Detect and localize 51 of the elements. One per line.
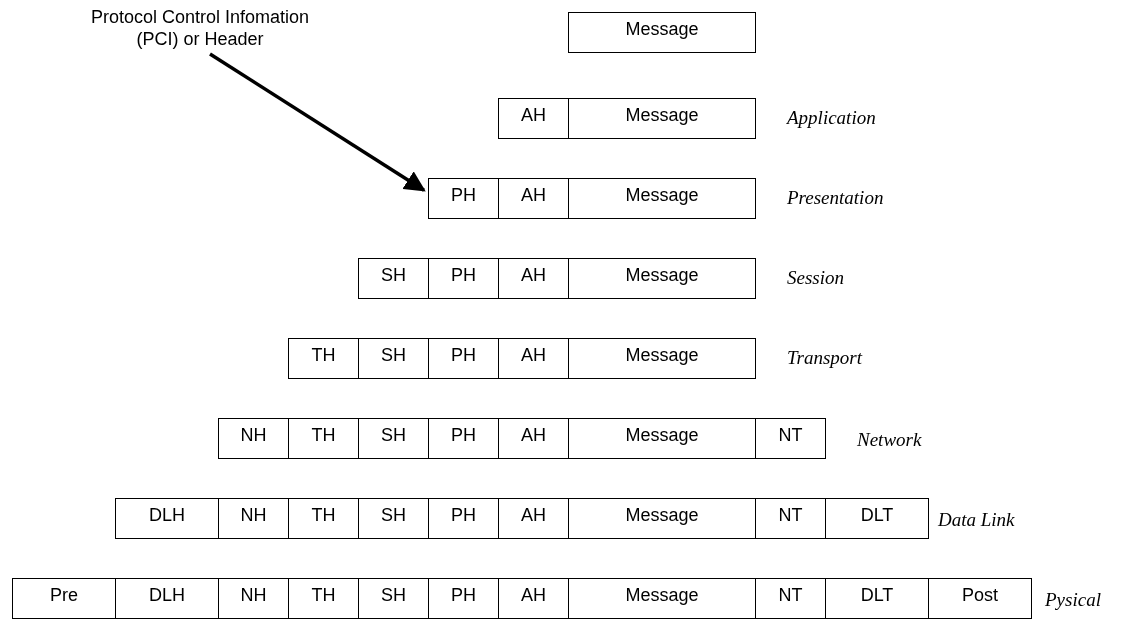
layer-name: Application <box>787 107 876 129</box>
header-field: AH <box>498 418 569 459</box>
header-field: AH <box>498 578 569 619</box>
header-field: AH <box>498 498 569 539</box>
header-field: DLT <box>825 498 929 539</box>
header-field: Message <box>568 578 756 619</box>
layer-name: Network <box>857 429 922 451</box>
header-field: AH <box>498 178 569 219</box>
header-field: NH <box>218 418 289 459</box>
header-field: Message <box>568 338 756 379</box>
layer-name: Session <box>787 267 844 289</box>
header-field: PH <box>428 498 499 539</box>
layer-name: Pysical <box>1045 589 1101 611</box>
header-field: TH <box>288 498 359 539</box>
layer-name: Data Link <box>938 509 1015 531</box>
header-field: AH <box>498 338 569 379</box>
header-field: AH <box>498 258 569 299</box>
header-field: Message <box>568 498 756 539</box>
header-field: AH <box>498 98 569 139</box>
header-field: Message <box>568 418 756 459</box>
header-field: Message <box>568 258 756 299</box>
header-field: PH <box>428 178 499 219</box>
header-field: NT <box>755 498 826 539</box>
header-field: SH <box>358 498 429 539</box>
header-field: SH <box>358 578 429 619</box>
header-field: SH <box>358 418 429 459</box>
header-field: PH <box>428 418 499 459</box>
header-field: NH <box>218 498 289 539</box>
arrow <box>209 52 426 192</box>
header-field: TH <box>288 418 359 459</box>
header-field: TH <box>288 578 359 619</box>
header-field: Message <box>568 178 756 219</box>
header-field: Message <box>568 98 756 139</box>
header-field: Message <box>568 12 756 53</box>
header-field: DLH <box>115 578 219 619</box>
header-field: NH <box>218 578 289 619</box>
header-field: SH <box>358 338 429 379</box>
header-field: NT <box>755 418 826 459</box>
layer-name: Presentation <box>787 187 884 209</box>
header-field: DLT <box>825 578 929 619</box>
header-field: PH <box>428 578 499 619</box>
header-field: SH <box>358 258 429 299</box>
header-field: PH <box>428 338 499 379</box>
header-field: Pre <box>12 578 116 619</box>
layer-name: Transport <box>787 347 862 369</box>
header-field: Post <box>928 578 1032 619</box>
header-field: DLH <box>115 498 219 539</box>
header-field: PH <box>428 258 499 299</box>
header-field: TH <box>288 338 359 379</box>
annotation-text: Protocol Control Infomation (PCI) or Header <box>75 6 325 52</box>
header-field: NT <box>755 578 826 619</box>
